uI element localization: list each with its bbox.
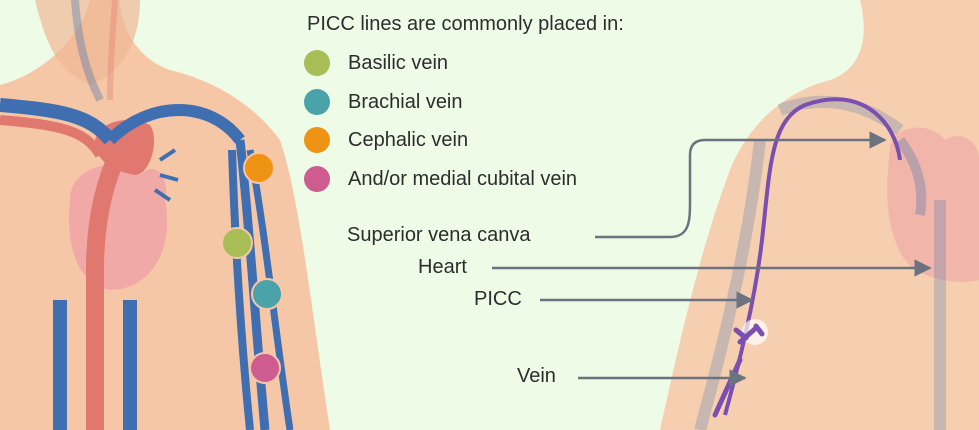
legend-item-cephalic: Cephalic vein <box>304 125 468 155</box>
medial-cubital-marker <box>250 353 280 383</box>
right-body-figure <box>660 0 979 430</box>
legend-label: Cephalic vein <box>348 129 468 152</box>
basilic-marker <box>222 228 252 258</box>
callout-vein: Vein <box>517 365 556 388</box>
legend-item-basilic: Basilic vein <box>304 48 448 78</box>
circle-marker-icon <box>304 89 330 115</box>
circle-marker-icon <box>304 166 330 192</box>
legend-label: And/or medial cubital vein <box>348 168 577 191</box>
callout-superior-vena-cava: Superior vena canva <box>347 224 530 247</box>
legend-item-brachial: Brachial vein <box>304 87 463 117</box>
legend-heading: PICC lines are commonly placed in: <box>307 12 624 36</box>
circle-marker-icon <box>304 50 330 76</box>
legend-item-medial-cubital: And/or medial cubital vein <box>304 164 577 194</box>
circle-marker-icon <box>304 127 330 153</box>
cephalic-marker <box>244 153 274 183</box>
legend-label: Basilic vein <box>348 52 448 75</box>
legend-label: Brachial vein <box>348 91 463 114</box>
left-body-figure <box>0 0 330 430</box>
brachial-marker <box>252 279 282 309</box>
callout-heart: Heart <box>418 256 467 279</box>
callout-picc: PICC <box>474 288 522 311</box>
